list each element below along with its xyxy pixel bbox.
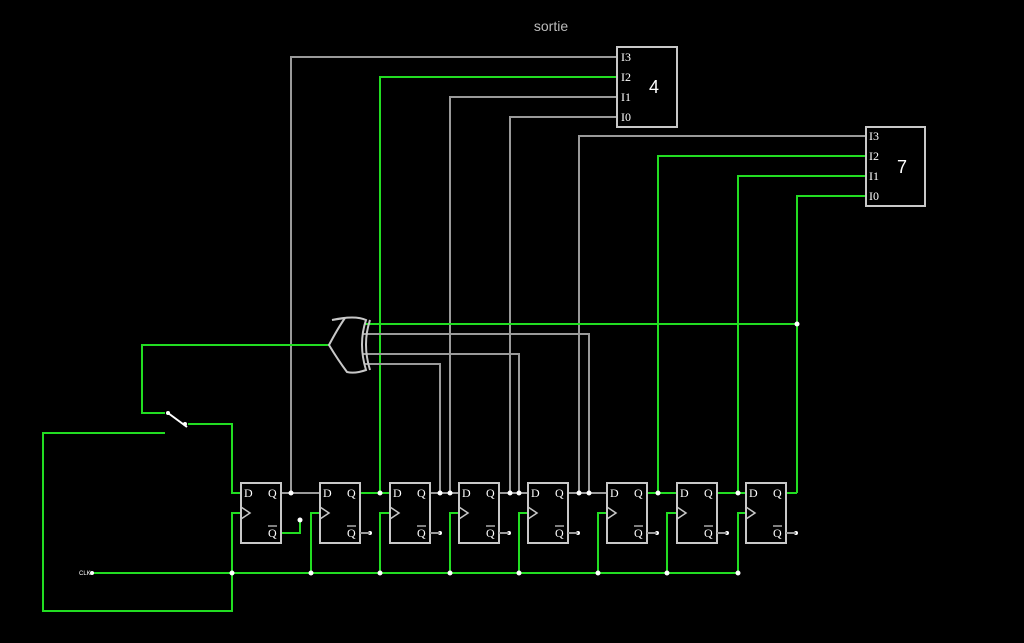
flip-flop-q-label: Q xyxy=(704,486,713,500)
xor-gate xyxy=(327,316,371,374)
display-low-pin-i0: I0 xyxy=(869,189,879,203)
toggle-switch[interactable] xyxy=(166,411,188,428)
flip-flop-qbar-label: Q xyxy=(347,526,356,540)
clock-triangle xyxy=(745,506,757,520)
wires-low-display xyxy=(578,135,866,493)
d-flip-flop-1: D Q Q xyxy=(240,482,282,544)
wires-feedback xyxy=(42,344,329,612)
clock-triangle xyxy=(319,506,331,520)
wires-serial xyxy=(281,492,797,534)
display-low-pin-i3: I3 xyxy=(869,129,879,143)
display-high-value: 4 xyxy=(649,77,659,97)
flip-flop-qbar-label: Q xyxy=(268,526,277,540)
clock-triangle xyxy=(240,506,252,520)
flip-flop-d-label: D xyxy=(393,486,402,500)
flip-flop-qbar-label: Q xyxy=(486,526,495,540)
hex-display-high: I3 I2 I1 I0 4 xyxy=(616,46,678,128)
flip-flop-qbar-label: Q xyxy=(773,526,782,540)
d-flip-flop-5: D Q Q xyxy=(527,482,578,544)
flip-flop-q-label: Q xyxy=(486,486,495,500)
flip-flop-d-label: D xyxy=(244,486,253,500)
flip-flop-d-label: D xyxy=(323,486,332,500)
d-flip-flop-4: D Q Q xyxy=(458,482,509,544)
d-flip-flop-8: D Q Q xyxy=(745,482,796,544)
flip-flop-q-label: Q xyxy=(634,486,643,500)
flip-flop-d-label: D xyxy=(531,486,540,500)
flip-flop-q-label: Q xyxy=(347,486,356,500)
d-flip-flop-2: D Q Q xyxy=(319,482,370,544)
clock-triangle xyxy=(527,506,539,520)
flip-flop-q-label: Q xyxy=(773,486,782,500)
display-high-pin-i1: I1 xyxy=(621,90,631,104)
d-flip-flop-6: D Q Q xyxy=(606,482,657,544)
clock-bus xyxy=(92,512,746,574)
clock-triangle xyxy=(458,506,470,520)
d-flip-flop-3: D Q Q xyxy=(389,482,440,544)
flip-flop-d-label: D xyxy=(610,486,619,500)
output-title: sortie xyxy=(534,18,568,34)
flip-flop-q-label: Q xyxy=(268,486,277,500)
clock-triangle xyxy=(389,506,401,520)
display-low-value: 7 xyxy=(897,157,907,177)
flip-flop-qbar-label: Q xyxy=(555,526,564,540)
flip-flop-qbar-label: Q xyxy=(634,526,643,540)
flip-flop-q-label: Q xyxy=(555,486,564,500)
display-high-pin-i0: I0 xyxy=(621,110,631,124)
flip-flop-qbar-label: Q xyxy=(704,526,713,540)
display-high-pin-i3: I3 xyxy=(621,50,631,64)
display-low-pin-i1: I1 xyxy=(869,169,879,183)
flip-flop-d-label: D xyxy=(680,486,689,500)
flip-flop-d-label: D xyxy=(462,486,471,500)
wires-high-display xyxy=(290,56,617,493)
clock-triangle xyxy=(676,506,688,520)
wires-xor-inputs xyxy=(363,323,797,493)
flip-flop-q-label: Q xyxy=(417,486,426,500)
display-low-pin-i2: I2 xyxy=(869,149,879,163)
flip-flop-chain: D Q Q D Q Q D Q Q D Q Q D Q Q D Q Q D Q Q D Q Q xyxy=(240,482,796,544)
flip-flop-qbar-label: Q xyxy=(417,526,426,540)
clock-label: CLK xyxy=(79,571,91,577)
display-high-pin-i2: I2 xyxy=(621,70,631,84)
clock-triangle xyxy=(606,506,618,520)
flip-flop-d-label: D xyxy=(749,486,758,500)
hex-display-low: I3 I2 I1 I0 7 xyxy=(865,126,926,207)
d-flip-flop-7: D Q Q xyxy=(676,482,727,544)
